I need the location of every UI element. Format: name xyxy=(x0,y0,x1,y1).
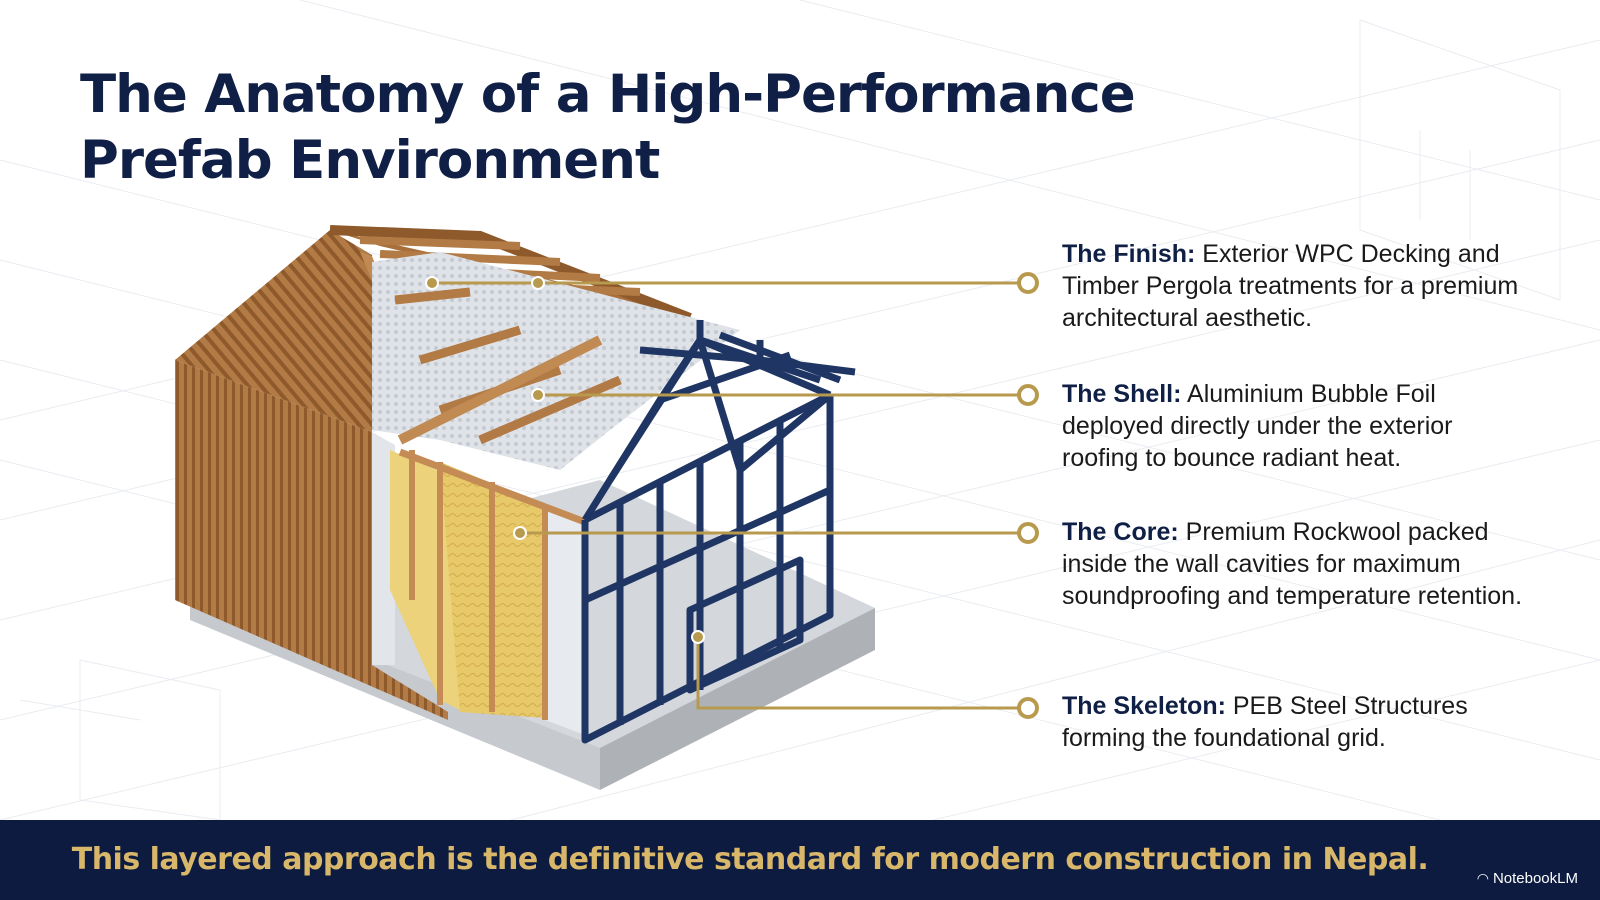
callout-core: The Core: Premium Rockwool packed inside… xyxy=(1062,516,1532,612)
callout-shell-label: The Shell: xyxy=(1062,380,1182,408)
callout-core-text: Premium Rockwool packed inside the wall … xyxy=(1062,518,1523,610)
bubble-foil-layer xyxy=(372,252,740,470)
brand-name: NotebookLM xyxy=(1492,870,1578,887)
steel-frame-skeleton xyxy=(581,320,856,744)
page-title: The Anatomy of a High-Performance Prefab… xyxy=(80,62,1136,194)
callout-skeleton: The Skeleton: PEB Steel Structures formi… xyxy=(1062,690,1532,754)
notebooklm-brand: ◠NotebookLM xyxy=(1477,870,1578,887)
timber-cladding-wall xyxy=(175,230,448,720)
title-line-1: The Anatomy of a High-Performance xyxy=(80,64,1136,125)
skeleton-leader-line xyxy=(696,637,1028,710)
callout-skeleton-text: PEB Steel Structures forming the foundat… xyxy=(1062,692,1468,752)
callout-skeleton-label: The Skeleton: xyxy=(1062,692,1226,720)
conclusion-banner: This layered approach is the definitive … xyxy=(0,820,1600,900)
leader-anchor-dots xyxy=(425,276,705,644)
callout-shell-text: Aluminium Bubble Foil deployed directly … xyxy=(1062,380,1453,472)
rockwool-insulation-wall xyxy=(372,432,587,735)
title-line-2: Prefab Environment xyxy=(80,130,660,191)
callout-finish: The Finish: Exterior WPC Decking and Tim… xyxy=(1062,238,1532,334)
callout-finish-text: Exterior WPC Decking and Timber Pergola … xyxy=(1062,240,1519,332)
callout-core-label: The Core: xyxy=(1062,518,1179,546)
leader-end-rings xyxy=(1017,272,1039,719)
notebooklm-logo-icon: ◠ xyxy=(1476,870,1489,886)
banner-text: This layered approach is the definitive … xyxy=(71,842,1429,877)
callout-finish-label: The Finish: xyxy=(1062,240,1196,268)
callout-shell: The Shell: Aluminium Bubble Foil deploye… xyxy=(1062,378,1532,474)
